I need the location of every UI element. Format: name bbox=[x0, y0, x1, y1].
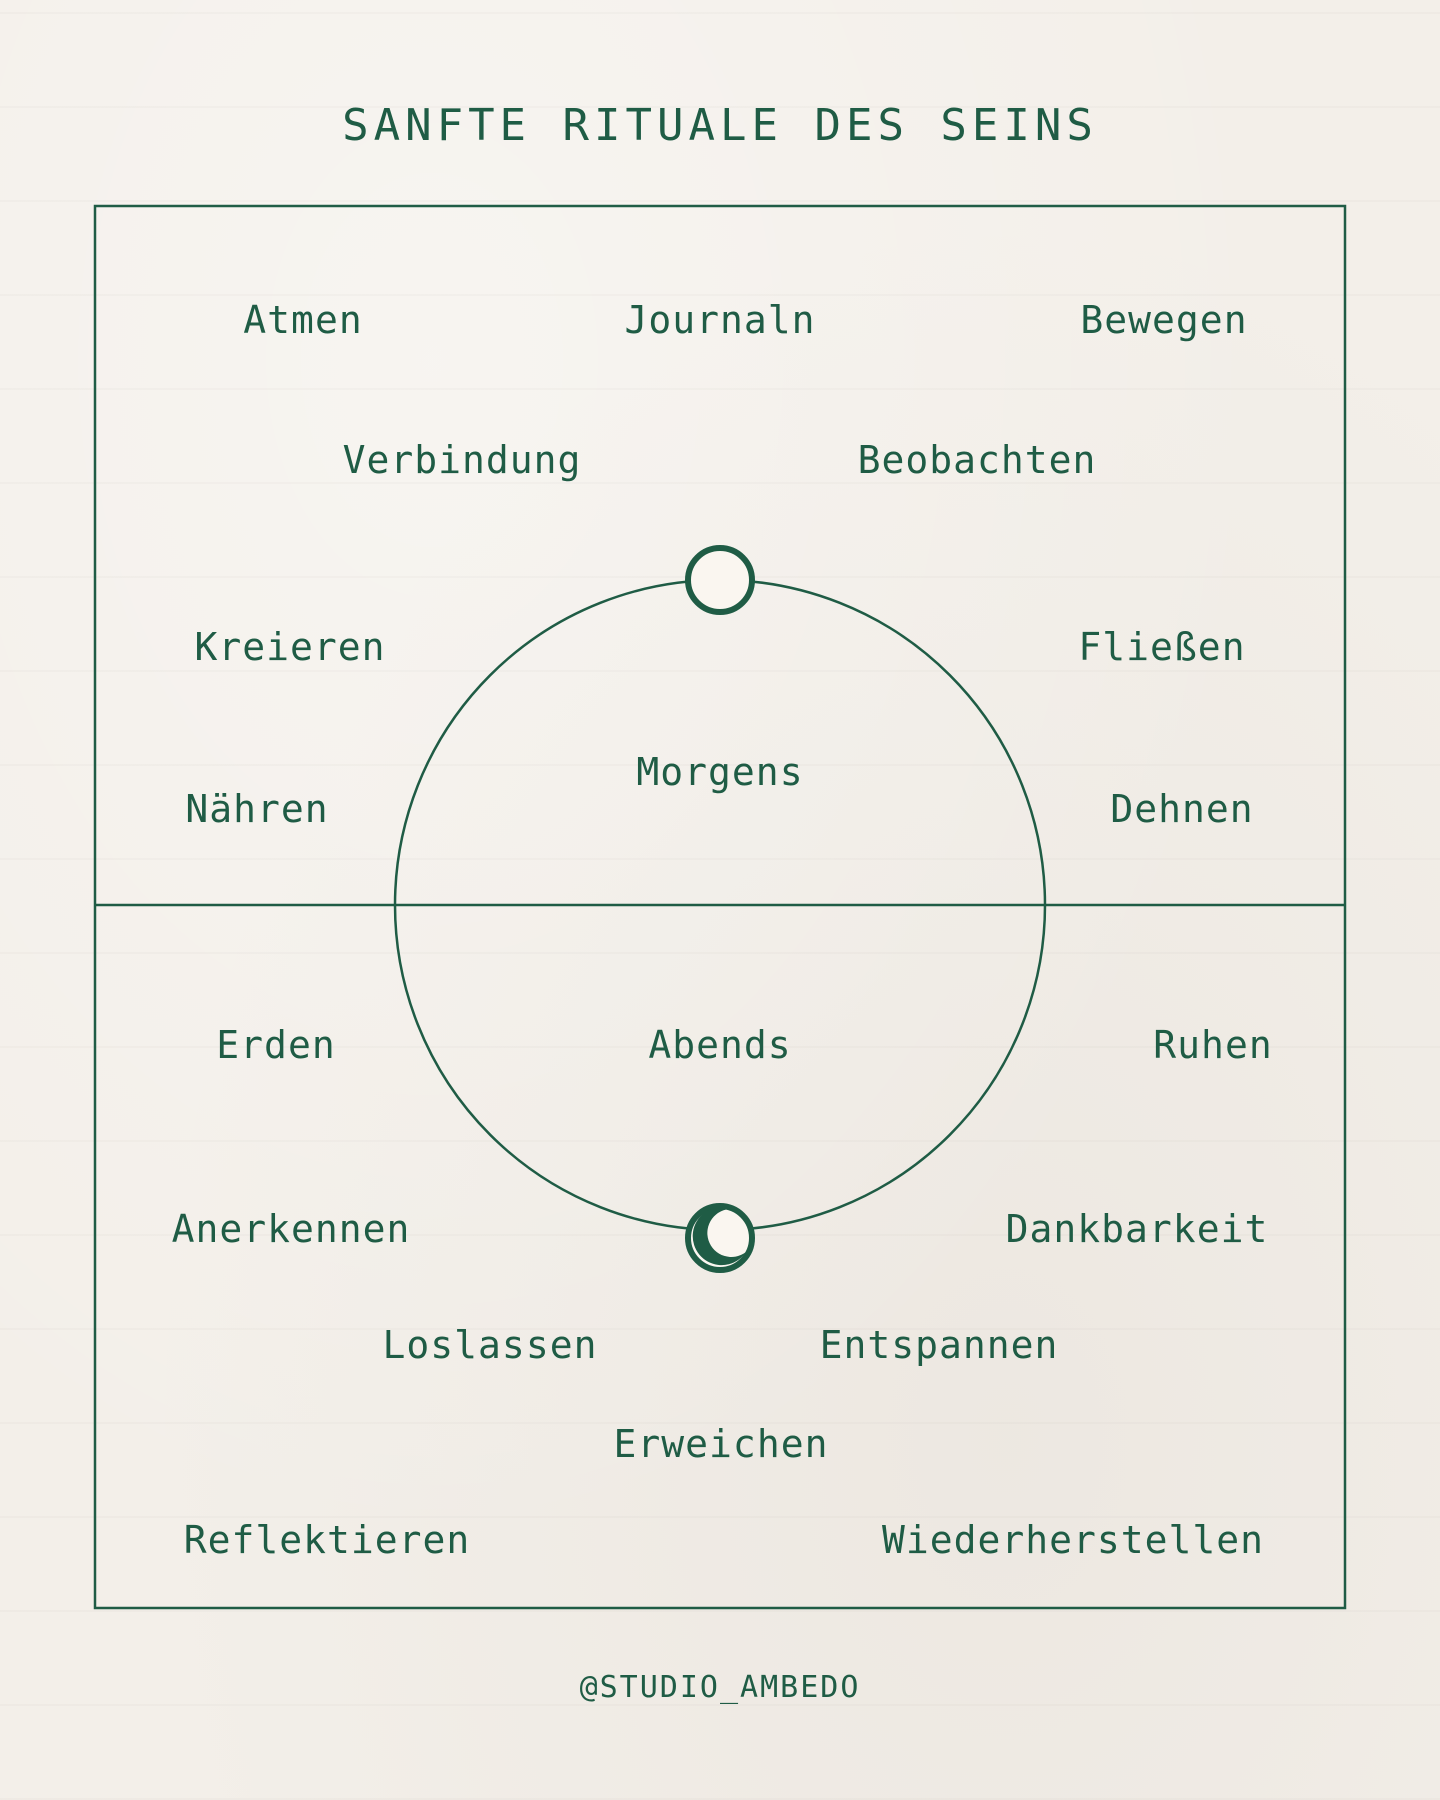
ritual-label: Nähren bbox=[185, 787, 329, 831]
center-label-evening: Abends bbox=[648, 1023, 792, 1067]
crescent-moon-icon bbox=[685, 1203, 755, 1273]
page-title: SANFTE RITUALE DES SEINS bbox=[342, 100, 1098, 151]
diagram-frame bbox=[93, 204, 1347, 1610]
ritual-label: Wiederherstellen bbox=[881, 1518, 1265, 1562]
center-label-morning: Morgens bbox=[636, 750, 804, 794]
ritual-label: Fließen bbox=[1078, 625, 1246, 669]
ritual-label: Anerkennen bbox=[171, 1207, 411, 1251]
sun-icon bbox=[685, 545, 755, 615]
ritual-label: Dankbarkeit bbox=[1005, 1207, 1269, 1251]
ritual-label: Atmen bbox=[243, 298, 363, 342]
ritual-label: Bewegen bbox=[1080, 298, 1248, 342]
ritual-label: Journaln bbox=[624, 298, 816, 342]
ritual-label: Erweichen bbox=[613, 1422, 829, 1466]
ritual-label: Beobachten bbox=[857, 438, 1097, 482]
studio-handle: @STUDIO_AMBEDO bbox=[579, 1670, 861, 1705]
ritual-label: Ruhen bbox=[1153, 1023, 1273, 1067]
ritual-label: Kreieren bbox=[194, 625, 386, 669]
ritual-label: Dehnen bbox=[1110, 787, 1254, 831]
ritual-label: Entspannen bbox=[819, 1323, 1059, 1367]
ritual-label: Reflektieren bbox=[183, 1518, 471, 1562]
ritual-label: Verbindung bbox=[342, 438, 582, 482]
ritual-label: Erden bbox=[216, 1023, 336, 1067]
ritual-label: Loslassen bbox=[382, 1323, 598, 1367]
